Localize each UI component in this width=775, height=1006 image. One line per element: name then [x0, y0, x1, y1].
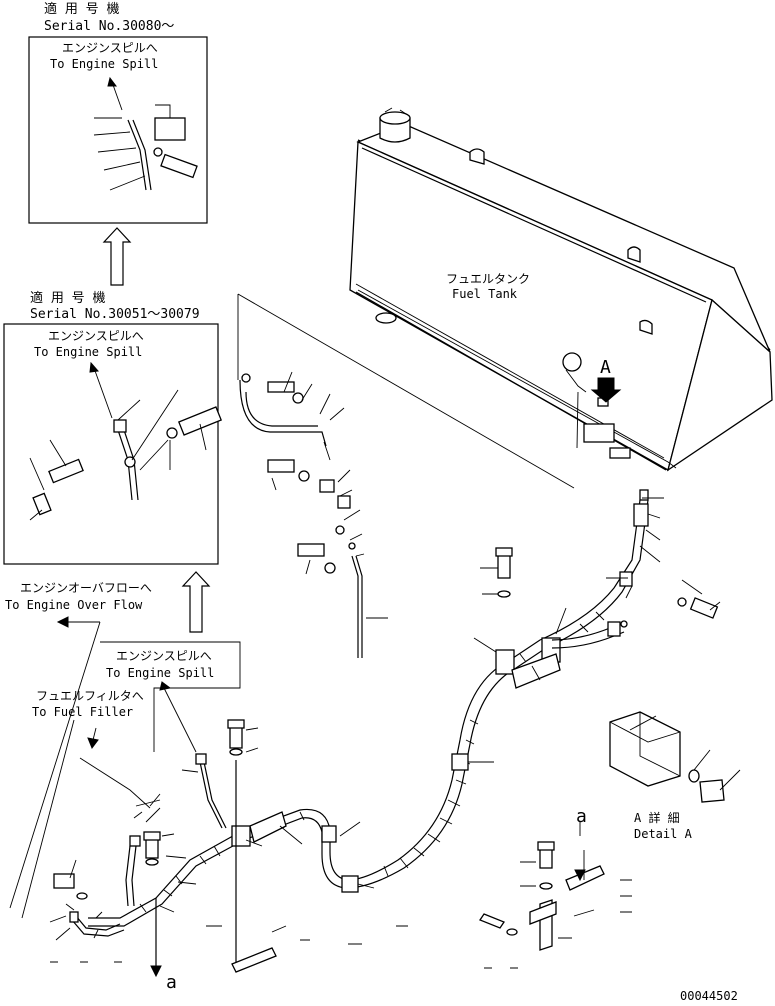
spill-label-en: To Engine Spill — [106, 666, 214, 680]
detail-a-title-en: Detail A — [634, 827, 693, 841]
inset-mid-spill-jp: エンジンスピルへ — [48, 329, 144, 343]
inset-top-applicability: 適 用 号 機 — [44, 1, 119, 17]
upper-pipe-assembly — [239, 371, 388, 658]
inset-top-serial: Serial No.30080～ — [44, 19, 174, 34]
piping-group-outline — [237, 293, 575, 489]
inset-top-spill-jp: エンジンスピルへ — [62, 41, 158, 55]
fuel-tank-label-en: Fuel Tank — [452, 287, 518, 301]
section-mark-top: a — [576, 806, 587, 827]
overflow-label-jp: エンジンオーバフローへ — [20, 581, 152, 595]
drawing-number: 00044502 — [680, 989, 738, 1003]
inset-mid: 適 用 号 機 Serial No.30051～30079 エンジンスピルへ T… — [3, 290, 223, 565]
view-a-arrow-icon — [590, 377, 622, 403]
filler-label-jp: フュエルフィルタへ — [36, 689, 144, 703]
inset-mid-applicability: 適 用 号 機 — [30, 290, 105, 306]
detail-a-title-jp: A 詳 細 — [634, 810, 680, 825]
inset-top-spill-en: To Engine Spill — [50, 57, 158, 71]
inset-mid-frame — [3, 323, 219, 565]
bracket-group — [479, 822, 632, 969]
inset-mid-serial: Serial No.30051～30079 — [30, 307, 200, 322]
filler-cap — [379, 107, 411, 143]
transition-arrow-upper — [102, 227, 132, 286]
inset-top-frame — [28, 36, 208, 224]
section-mark-bottom: a — [166, 972, 177, 993]
detail-a: A 詳 細 Detail A — [609, 711, 741, 841]
transition-arrow-lower — [181, 571, 211, 633]
fuel-tank: フュエルタンク Fuel Tank A — [349, 107, 773, 472]
inset-mid-spill-en: To Engine Spill — [34, 345, 142, 359]
overflow-label-en: To Engine Over Flow — [5, 598, 143, 612]
spill-label-jp: エンジンスピルへ — [116, 649, 212, 663]
inset-top-parts — [93, 76, 198, 191]
inset-top: 適 用 号 機 Serial No.30080～ エンジンスピルへ To Eng… — [28, 1, 208, 224]
fuel-tank-label-jp: フュエルタンク — [446, 272, 530, 286]
inset-mid-parts — [29, 361, 223, 521]
view-a-marker: A — [600, 357, 611, 378]
left-lower-piping — [9, 616, 408, 978]
filler-label-en: To Fuel Filler — [32, 705, 133, 719]
callouts: エンジンオーバフローへ To Engine Over Flow エンジンスピルへ… — [5, 581, 738, 1003]
main-hose-run — [88, 489, 721, 927]
